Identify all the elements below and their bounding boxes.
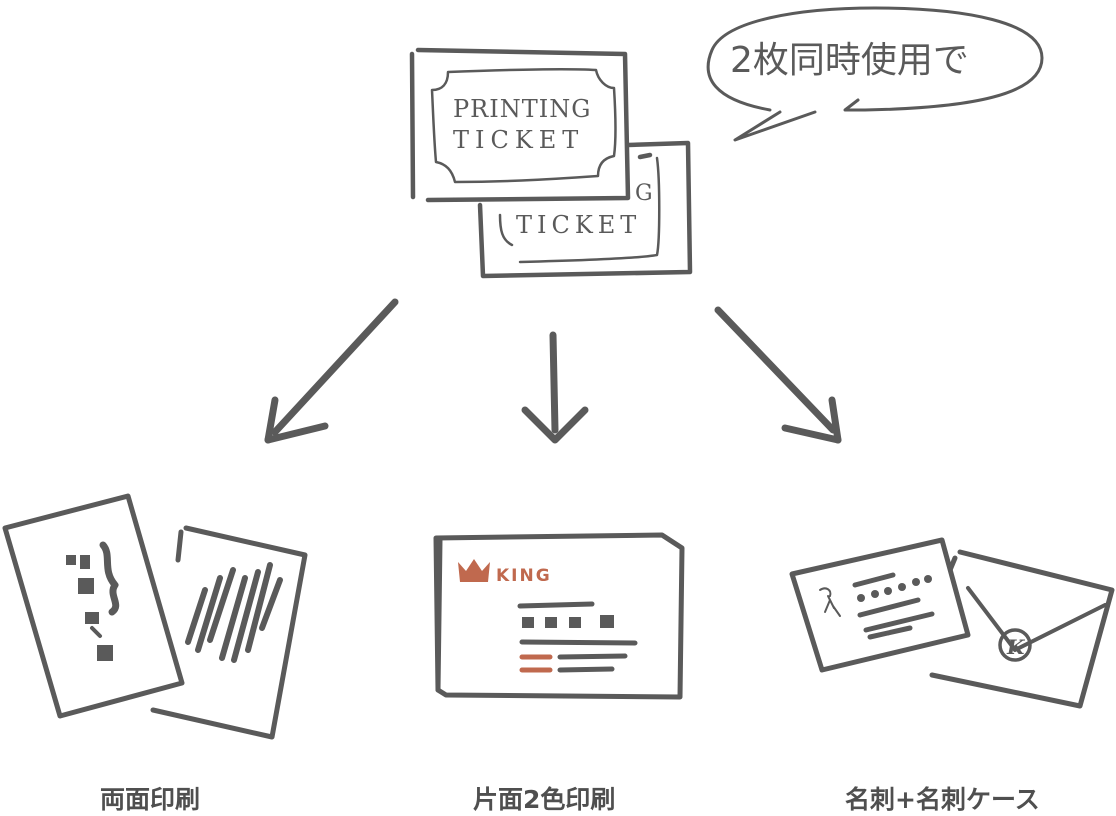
- option-label-double-sided: 両面印刷: [100, 785, 201, 814]
- business-card: [789, 537, 971, 673]
- ticket-back: G TICKET: [477, 140, 693, 279]
- option-label-one-sided-2-color: 片面2色印刷: [473, 785, 616, 814]
- single-sided-card: KING: [433, 532, 685, 700]
- card-brand: KING: [496, 566, 552, 586]
- speech-bubble: 2枚同時使用で: [706, 6, 1044, 142]
- option-label-card-and-case: 名刺+名刺ケース: [845, 785, 1040, 814]
- arrow-middle: [521, 331, 589, 444]
- ticket-back-line1: G: [635, 181, 653, 206]
- ticket-back-line2: TICKET: [516, 211, 641, 239]
- arrow-right: [714, 306, 842, 444]
- double-sided-flyer-back: [150, 525, 308, 740]
- ticket-front-line1: PRINTING: [453, 95, 591, 123]
- speech-bubble-text: 2枚同時使用で: [730, 40, 969, 81]
- ticket-front: PRINTING TICKET: [409, 47, 631, 203]
- k-seal-icon: K: [1006, 635, 1026, 659]
- ticket-front-line2: TICKET: [453, 126, 584, 154]
- double-sided-flyer-front: [2, 493, 185, 719]
- arrow-left: [264, 298, 399, 444]
- card-case-envelope: K: [929, 549, 1115, 709]
